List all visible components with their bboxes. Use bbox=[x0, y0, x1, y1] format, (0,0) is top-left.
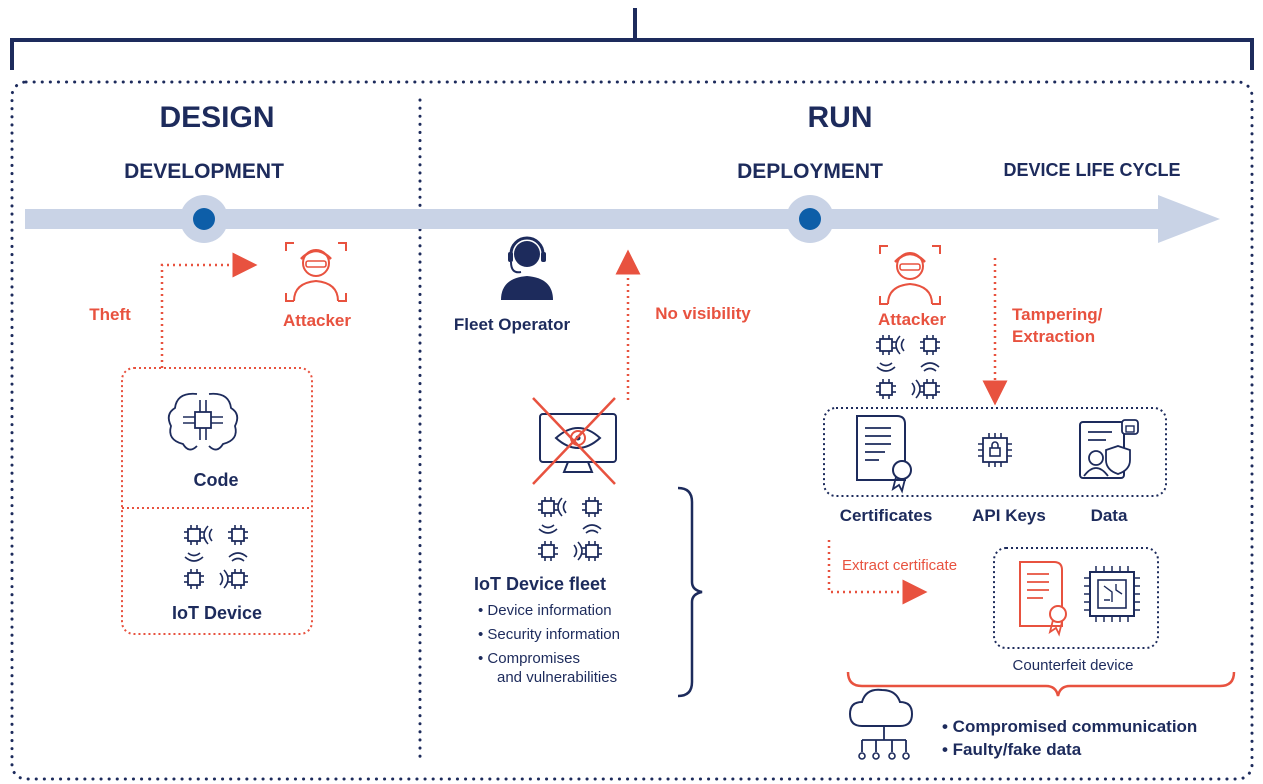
fleet-bullet-vulnerabilities: and vulnerabilities bbox=[497, 669, 617, 686]
lifecycle-label: DEVICE LIFE CYCLE bbox=[1003, 160, 1180, 180]
fleet-operator-icon bbox=[501, 236, 553, 300]
iot-device-icon-right bbox=[876, 335, 940, 399]
circuit-chip-icon bbox=[1084, 566, 1140, 622]
counterfeit-box bbox=[993, 547, 1159, 649]
top-bracket bbox=[10, 8, 1254, 70]
api-key-chip-icon bbox=[978, 433, 1012, 467]
api-keys-label: API Keys bbox=[972, 506, 1046, 525]
cloud-network-icon bbox=[848, 688, 914, 760]
theft-label: Theft bbox=[89, 305, 131, 324]
certificates-label: Certificates bbox=[840, 506, 933, 525]
deployment-label: DEPLOYMENT bbox=[737, 160, 883, 183]
code-label: Code bbox=[194, 470, 239, 490]
fleet-brace bbox=[677, 486, 703, 698]
attacker-icon-right bbox=[878, 244, 942, 306]
tampering-label-2: Extraction bbox=[1012, 327, 1095, 346]
development-node bbox=[180, 195, 228, 243]
data-profile-icon bbox=[1079, 419, 1139, 479]
iot-fleet-title: IoT Device fleet bbox=[474, 574, 606, 594]
attacker-label-left: Attacker bbox=[283, 311, 351, 330]
outcome-faulty-data: • Faulty/fake data bbox=[942, 740, 1082, 759]
deployment-node bbox=[786, 195, 834, 243]
brain-chip-icon bbox=[167, 392, 239, 451]
fleet-bullet-device: • Device information bbox=[478, 602, 612, 619]
fleet-bullet-security: • Security information bbox=[478, 626, 620, 643]
iot-device-icon bbox=[184, 525, 248, 589]
no-visibility-cross bbox=[532, 397, 616, 485]
outcome-brace bbox=[846, 671, 1236, 697]
theft-arrow bbox=[160, 252, 258, 368]
extract-certificate-arrow bbox=[827, 540, 928, 605]
iot-device-label: IoT Device bbox=[172, 603, 262, 623]
data-label: Data bbox=[1091, 506, 1128, 525]
no-visibility-label: No visibility bbox=[655, 304, 751, 323]
iot-fleet-icon bbox=[538, 497, 602, 561]
tampering-label-1: Tampering/ bbox=[1012, 305, 1103, 324]
extract-certificate-label: Extract certificate bbox=[842, 557, 957, 574]
counterfeit-device-label: Counterfeit device bbox=[1013, 657, 1134, 674]
red-certificate-icon bbox=[1019, 561, 1067, 637]
design-heading: DESIGN bbox=[159, 101, 274, 134]
fleet-operator-label: Fleet Operator bbox=[454, 315, 571, 334]
outcome-compromised-communication: • Compromised communication bbox=[942, 717, 1197, 736]
fleet-bullet-compromises: • Compromises bbox=[478, 650, 580, 667]
certificate-icon bbox=[856, 415, 912, 494]
run-heading: RUN bbox=[808, 101, 873, 134]
outer-frame bbox=[10, 80, 1254, 781]
development-label: DEVELOPMENT bbox=[124, 160, 284, 183]
timeline-arrow bbox=[25, 195, 1220, 243]
attacker-icon bbox=[284, 241, 348, 303]
attacker-label-right: Attacker bbox=[878, 310, 946, 329]
code-device-box bbox=[121, 367, 313, 635]
